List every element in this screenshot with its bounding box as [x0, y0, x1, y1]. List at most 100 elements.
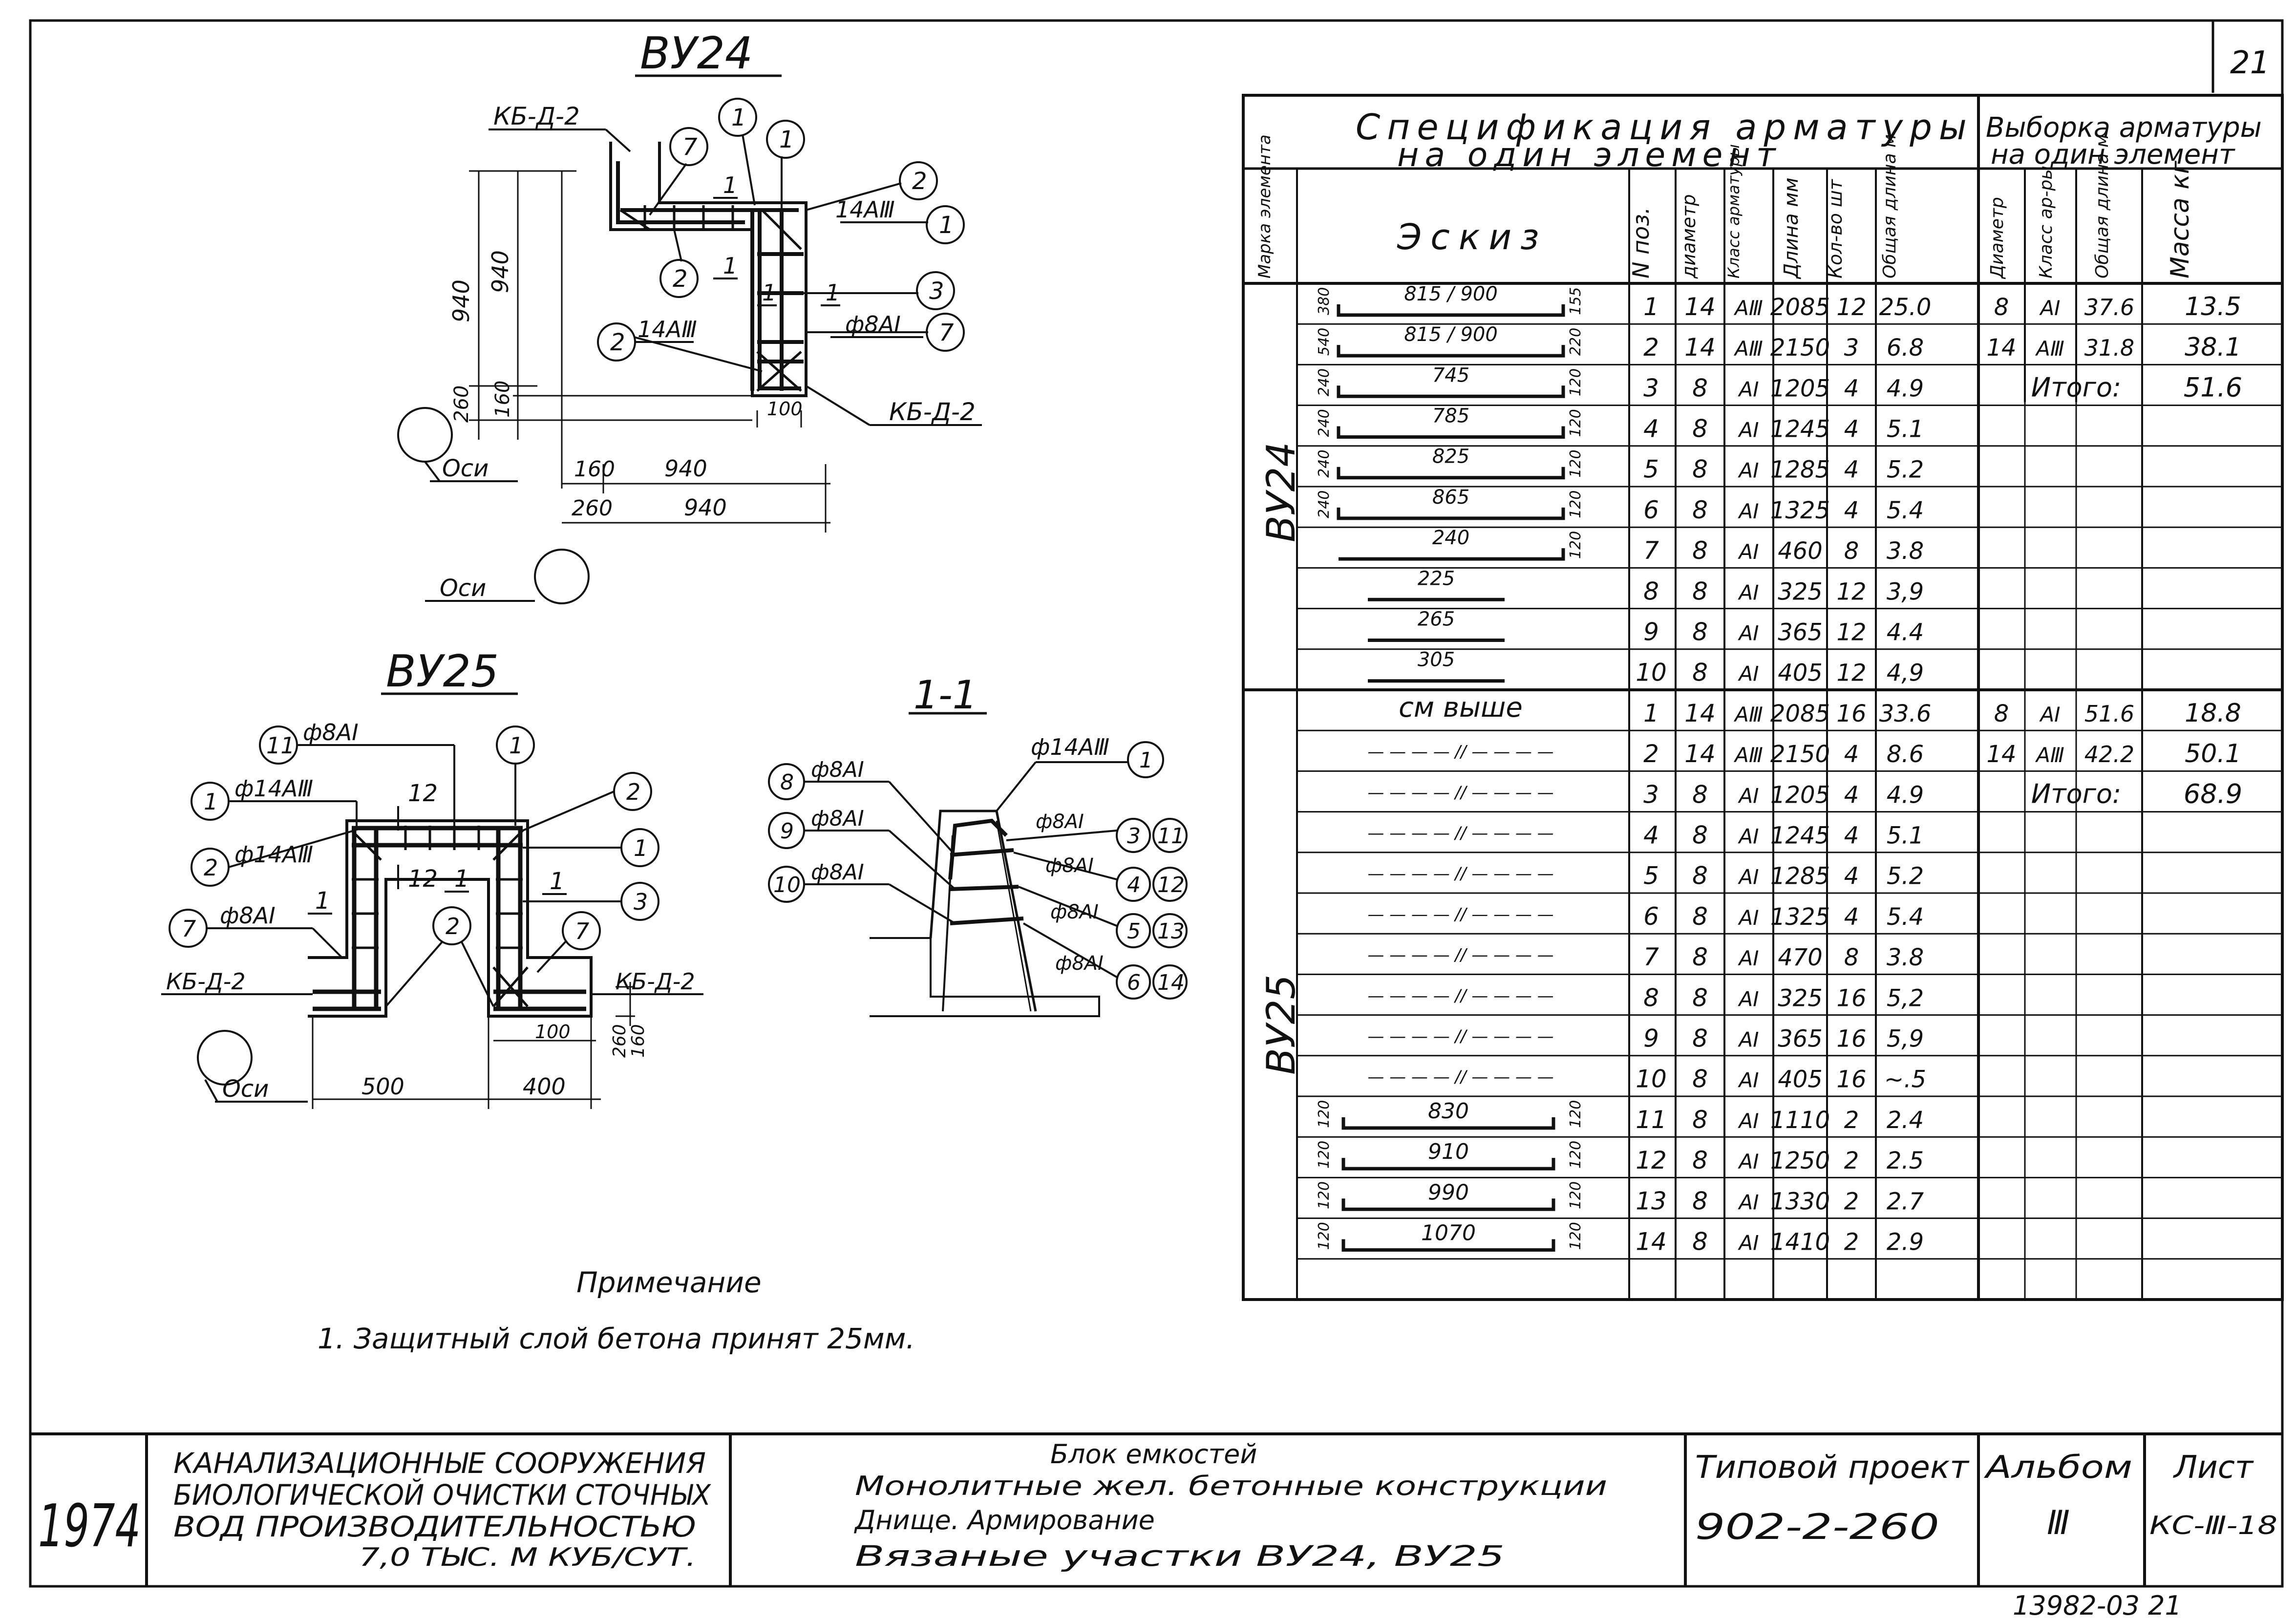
hdr-length: Длина мм [1780, 177, 1803, 279]
vu24-callout-2c: 2 [610, 329, 625, 356]
section-label-r2: ф8АI [1045, 854, 1094, 877]
vu25-row-12-qty: 2 [1844, 1147, 1859, 1174]
vu24-row-4-sketch-bar [1337, 426, 1565, 439]
vu25-row-11-length: 1110 [1770, 1107, 1830, 1134]
vu25-sel-1-class: АⅢ [2035, 743, 2064, 767]
vu25-row-3-total: 4.9 [1887, 781, 1924, 809]
vu24-row-1-total: 25.0 [1879, 294, 1932, 321]
vu24-row-7-class: АI [1737, 540, 1759, 564]
vu25-row-11-sketch-bar [1341, 1117, 1555, 1130]
hdr-s-diam: Диаметр [1987, 197, 2007, 279]
vu24-row-5-total: 5.2 [1887, 456, 1924, 484]
vu25-sec-1c: 1 [550, 868, 565, 895]
vu24-dim-h940b: 940 [684, 494, 727, 521]
vu24-row-6-length: 1325 [1770, 497, 1830, 524]
vu24-row-10-class: АI [1737, 662, 1759, 686]
vu24-sel-1-diameter: 14 [1986, 334, 2016, 362]
vu25-callout-7a: 7 [182, 916, 196, 942]
vu25-callout-3: 3 [634, 889, 648, 915]
vu24-row-10-sketch-len: 305 [1418, 649, 1455, 671]
vu25-sel-0-diameter: 8 [1994, 700, 2009, 727]
vu24-row-9-diameter: 8 [1692, 618, 1708, 646]
vu24-row-10-pos: 10 [1636, 659, 1667, 687]
vu25-dim-160: 160 [628, 1024, 648, 1058]
section-callout-r6: 6 [1127, 970, 1141, 995]
vu25-row-3-pos: 3 [1643, 780, 1659, 809]
mark-vu24: ВУ24 [1258, 442, 1304, 542]
vu24-row-3-qty: 4 [1844, 375, 1859, 402]
hdr-s-mass: Масса кг [2166, 160, 2195, 278]
vu24-row-2-total: 6.8 [1887, 334, 1924, 362]
vu24-row-3-sketch-bar [1337, 385, 1565, 398]
vu25-row-11-total: 2.4 [1887, 1107, 1924, 1134]
vu24-row-1-sketch-bar [1337, 304, 1565, 317]
vu24-row-1-diameter: 14 [1684, 293, 1716, 321]
spec-title-2: на один элемент [1397, 136, 1781, 174]
vu25-row-7-total: 3.8 [1887, 944, 1924, 971]
vu25-row-14-total: 2.9 [1887, 1228, 1924, 1256]
vu24-row-6-class: АI [1737, 499, 1759, 523]
vu24-row-3-class: АI [1737, 377, 1759, 401]
vu25-row-8-qty: 16 [1836, 984, 1866, 1012]
vu24-row-5-sketch-left: 240 [1316, 449, 1333, 477]
vu24-callout-7b: 7 [939, 319, 954, 346]
vu24-row-2-diameter: 14 [1684, 333, 1716, 362]
vu24-row-7-diameter: 8 [1692, 536, 1708, 565]
vu24-row-2-sketch-bar [1337, 345, 1565, 358]
section-callout-r3: 3 [1127, 824, 1141, 849]
vu24-callout-1b: 1 [939, 212, 954, 239]
section-label-r3: ф8АI [1050, 901, 1099, 923]
vu24-row-8-class: АI [1737, 580, 1759, 604]
vu25-dim-260: 260 [610, 1024, 630, 1058]
vu24-row-5-pos: 5 [1643, 455, 1659, 484]
vu24-row-4-diameter: 8 [1692, 414, 1708, 443]
section-label-r1: ф8АI [1036, 810, 1084, 833]
vu25-row-4-class: АI [1737, 824, 1759, 848]
hdr-sketch: Эскиз [1397, 216, 1548, 257]
vu25-title: ВУ25 [386, 646, 499, 697]
vu24-row-7-sketch-len: 240 [1432, 527, 1469, 549]
sheet-value: КС-Ⅲ-18 [2149, 1511, 2277, 1540]
vu25-row-8-total: 5,2 [1887, 984, 1924, 1012]
vu25-row-6-length: 1325 [1770, 903, 1830, 931]
sheet-number: 21 [2230, 45, 2270, 81]
vu24-sel-1-class: АⅢ [2035, 337, 2064, 361]
vu25-sec-12a: 12 [408, 780, 438, 807]
vu25-row-11-pos: 11 [1636, 1106, 1667, 1134]
vu25-row-5-qty: 4 [1844, 863, 1859, 890]
vu24-row-6-sketch-bar [1337, 507, 1565, 520]
vu24-row-5-sketch-len: 825 [1432, 446, 1469, 468]
section-title: 1-1 [914, 672, 978, 718]
vu25-row-9-qty: 16 [1836, 1025, 1866, 1052]
hdr-s-total: Общая длина м [2092, 134, 2112, 278]
vu24-row-4-qty: 4 [1844, 415, 1859, 443]
vu25-row-11-class: АI [1737, 1109, 1759, 1133]
vu24-row-2-sketch-len: 815 / 900 [1404, 323, 1498, 346]
selection-title-2: на один элемент [1991, 139, 2235, 171]
vu24-row-3-pos: 3 [1643, 374, 1659, 402]
vu25-row-2-qty: 4 [1844, 741, 1859, 768]
vu25-row-3-length: 1205 [1770, 781, 1830, 809]
vu24-row-1-qty: 12 [1836, 294, 1866, 321]
vu24-row-1-sketch-right: 155 [1567, 287, 1584, 315]
vu25-row-13-diameter: 8 [1692, 1187, 1708, 1215]
vu25-sel-0-class: АI [2039, 703, 2060, 726]
vu25-dim-400: 400 [523, 1073, 566, 1100]
vu25-row-9-total: 5,9 [1887, 1025, 1924, 1052]
vu25-row-7-sketch-same: — — — — // — — — — [1367, 945, 1553, 965]
vu24-row-1-class: АⅢ [1733, 296, 1763, 320]
vu25-row-13-sketch-left: 120 [1316, 1181, 1333, 1209]
vu24-callout-3: 1 [731, 104, 746, 131]
vu25-label-p7: ф8АI [220, 902, 276, 929]
vu25-sec-1b: 1 [454, 865, 469, 893]
vu25-row-5-diameter: 8 [1692, 862, 1708, 890]
vu25-callout-7b: 7 [575, 918, 589, 944]
title-block: 1974 КАНАЛИЗАЦИОННЫЕ СООРУЖЕНИЯ БИОЛОГИЧ… [30, 1432, 2282, 1586]
vu25-row-12-total: 2.5 [1887, 1147, 1924, 1174]
vu25-row-1-pos: 1 [1643, 699, 1659, 727]
vu25-callout-2a: 2 [626, 779, 640, 805]
vu25-row-6-diameter: 8 [1692, 902, 1708, 931]
vu24-dim-160: 160 [491, 381, 514, 418]
vu24-row-1-length: 2085 [1770, 294, 1830, 321]
